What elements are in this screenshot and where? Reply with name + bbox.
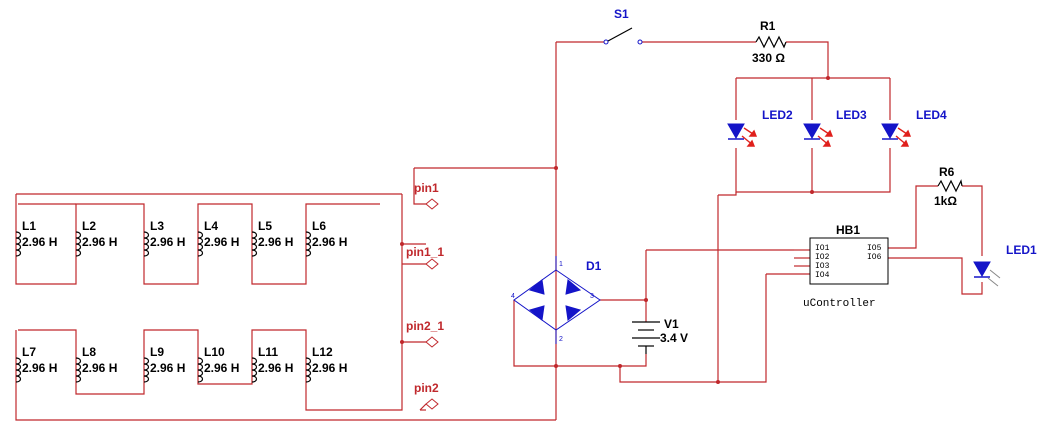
pin2-label: pin2 [414,381,439,395]
inductor-value-l10: 2.96 H [204,361,239,375]
wires [15,41,983,421]
switch-s1: S1 [603,7,643,45]
inductor-value-l3: 2.96 H [150,235,185,249]
led1-label: LED1 [1006,243,1037,257]
microcontroller-hb1: HB1 uController IO1 IO2 IO3 IO4 IO5 IO6 [803,223,889,310]
battery-v1: V1 3.4 V [632,317,688,354]
inductor-l6 [305,231,312,257]
r1-label: R1 [760,19,776,33]
junctions [400,76,830,384]
inductor-label-l4: L4 [204,219,218,233]
inductor-value-l4: 2.96 H [204,235,239,249]
battery-value: 3.4 V [660,331,688,345]
led2-label: LED2 [762,108,793,122]
inductor-l10 [197,357,204,383]
pin-pin2-1: pin2_1 [406,319,444,348]
mcu-pin-io4: IO4 [815,271,830,280]
pin-pin1-1: pin1_1 [402,245,444,270]
inductor-value-l8: 2.96 H [82,361,117,375]
inductor-array: L1 2.96 H L2 2.96 H L3 2.96 H L4 2.96 H L5 2.96 H… [15,219,347,383]
inductor-l8 [75,357,82,383]
inductor-value-l11: 2.96 H [258,361,293,375]
inductor-value-l6: 2.96 H [312,235,347,249]
inductor-l2 [75,231,82,257]
inductor-value-l9: 2.96 H [150,361,185,375]
battery-label: V1 [664,317,679,331]
inductor-value-l2: 2.96 H [82,235,117,249]
resistor-r1: R1 330 Ω [752,19,787,65]
inductor-l4 [197,231,204,257]
inductor-label-l8: L8 [82,345,96,359]
inductor-label-l7: L7 [22,345,36,359]
inductor-l11 [251,357,258,383]
inductor-value-l7: 2.96 H [22,361,57,375]
inductor-l12 [305,357,312,383]
inductor-label-l5: L5 [258,219,272,233]
mcu-pin-io6: IO6 [867,253,882,262]
inductor-l9 [143,357,150,383]
mcu-label: HB1 [836,223,860,237]
resistor-r6: R6 1kΩ [934,165,963,208]
mcu-pin-io3: IO3 [815,262,830,271]
r1-value: 330 Ω [752,51,785,65]
bridge-pin-2: 2 [559,336,563,343]
led4-label: LED4 [916,108,947,122]
inductor-value-l1: 2.96 H [22,235,57,249]
inductor-l1 [15,231,22,257]
led3-label: LED3 [836,108,867,122]
pin-pin2: pin2 [414,381,439,411]
switch-label: S1 [614,7,629,21]
bridge-rectifier-d1: D1 1 2 3 4 [511,256,602,344]
inductor-label-l10: L10 [204,345,225,359]
inductor-l3 [143,231,150,257]
inductor-label-l12: L12 [312,345,333,359]
pin2-1-label: pin2_1 [406,319,444,333]
mcu-pin-io1: IO1 [815,244,830,253]
pin-pin1: pin1 [414,181,439,210]
bridge-pin-1: 1 [559,261,563,268]
pin1-label: pin1 [414,181,439,195]
inductor-l5 [251,231,258,257]
mcu-name: uController [803,298,876,310]
bridge-pin-3: 3 [590,293,594,300]
r6-value: 1kΩ [934,194,957,208]
inductor-label-l1: L1 [22,219,36,233]
led-led1: LED1 [973,243,1037,287]
inductor-label-l2: L2 [82,219,96,233]
inductor-label-l11: L11 [258,345,278,359]
inductor-label-l6: L6 [312,219,326,233]
inductor-value-l5: 2.96 H [258,235,293,249]
inductor-label-l9: L9 [150,345,164,359]
mcu-pin-io2: IO2 [815,253,830,262]
inductor-label-l3: L3 [150,219,164,233]
mcu-pin-io5: IO5 [867,244,882,253]
pin1-1-label: pin1_1 [406,245,444,259]
led-led2: LED2 [727,108,793,147]
inductor-value-l12: 2.96 H [312,361,347,375]
led-led3: LED3 [803,108,867,147]
inductor-l7 [15,357,22,383]
led-led4: LED4 [881,108,947,147]
r6-label: R6 [939,165,955,179]
bridge-pin-4: 4 [511,293,515,300]
bridge-label: D1 [586,259,602,273]
